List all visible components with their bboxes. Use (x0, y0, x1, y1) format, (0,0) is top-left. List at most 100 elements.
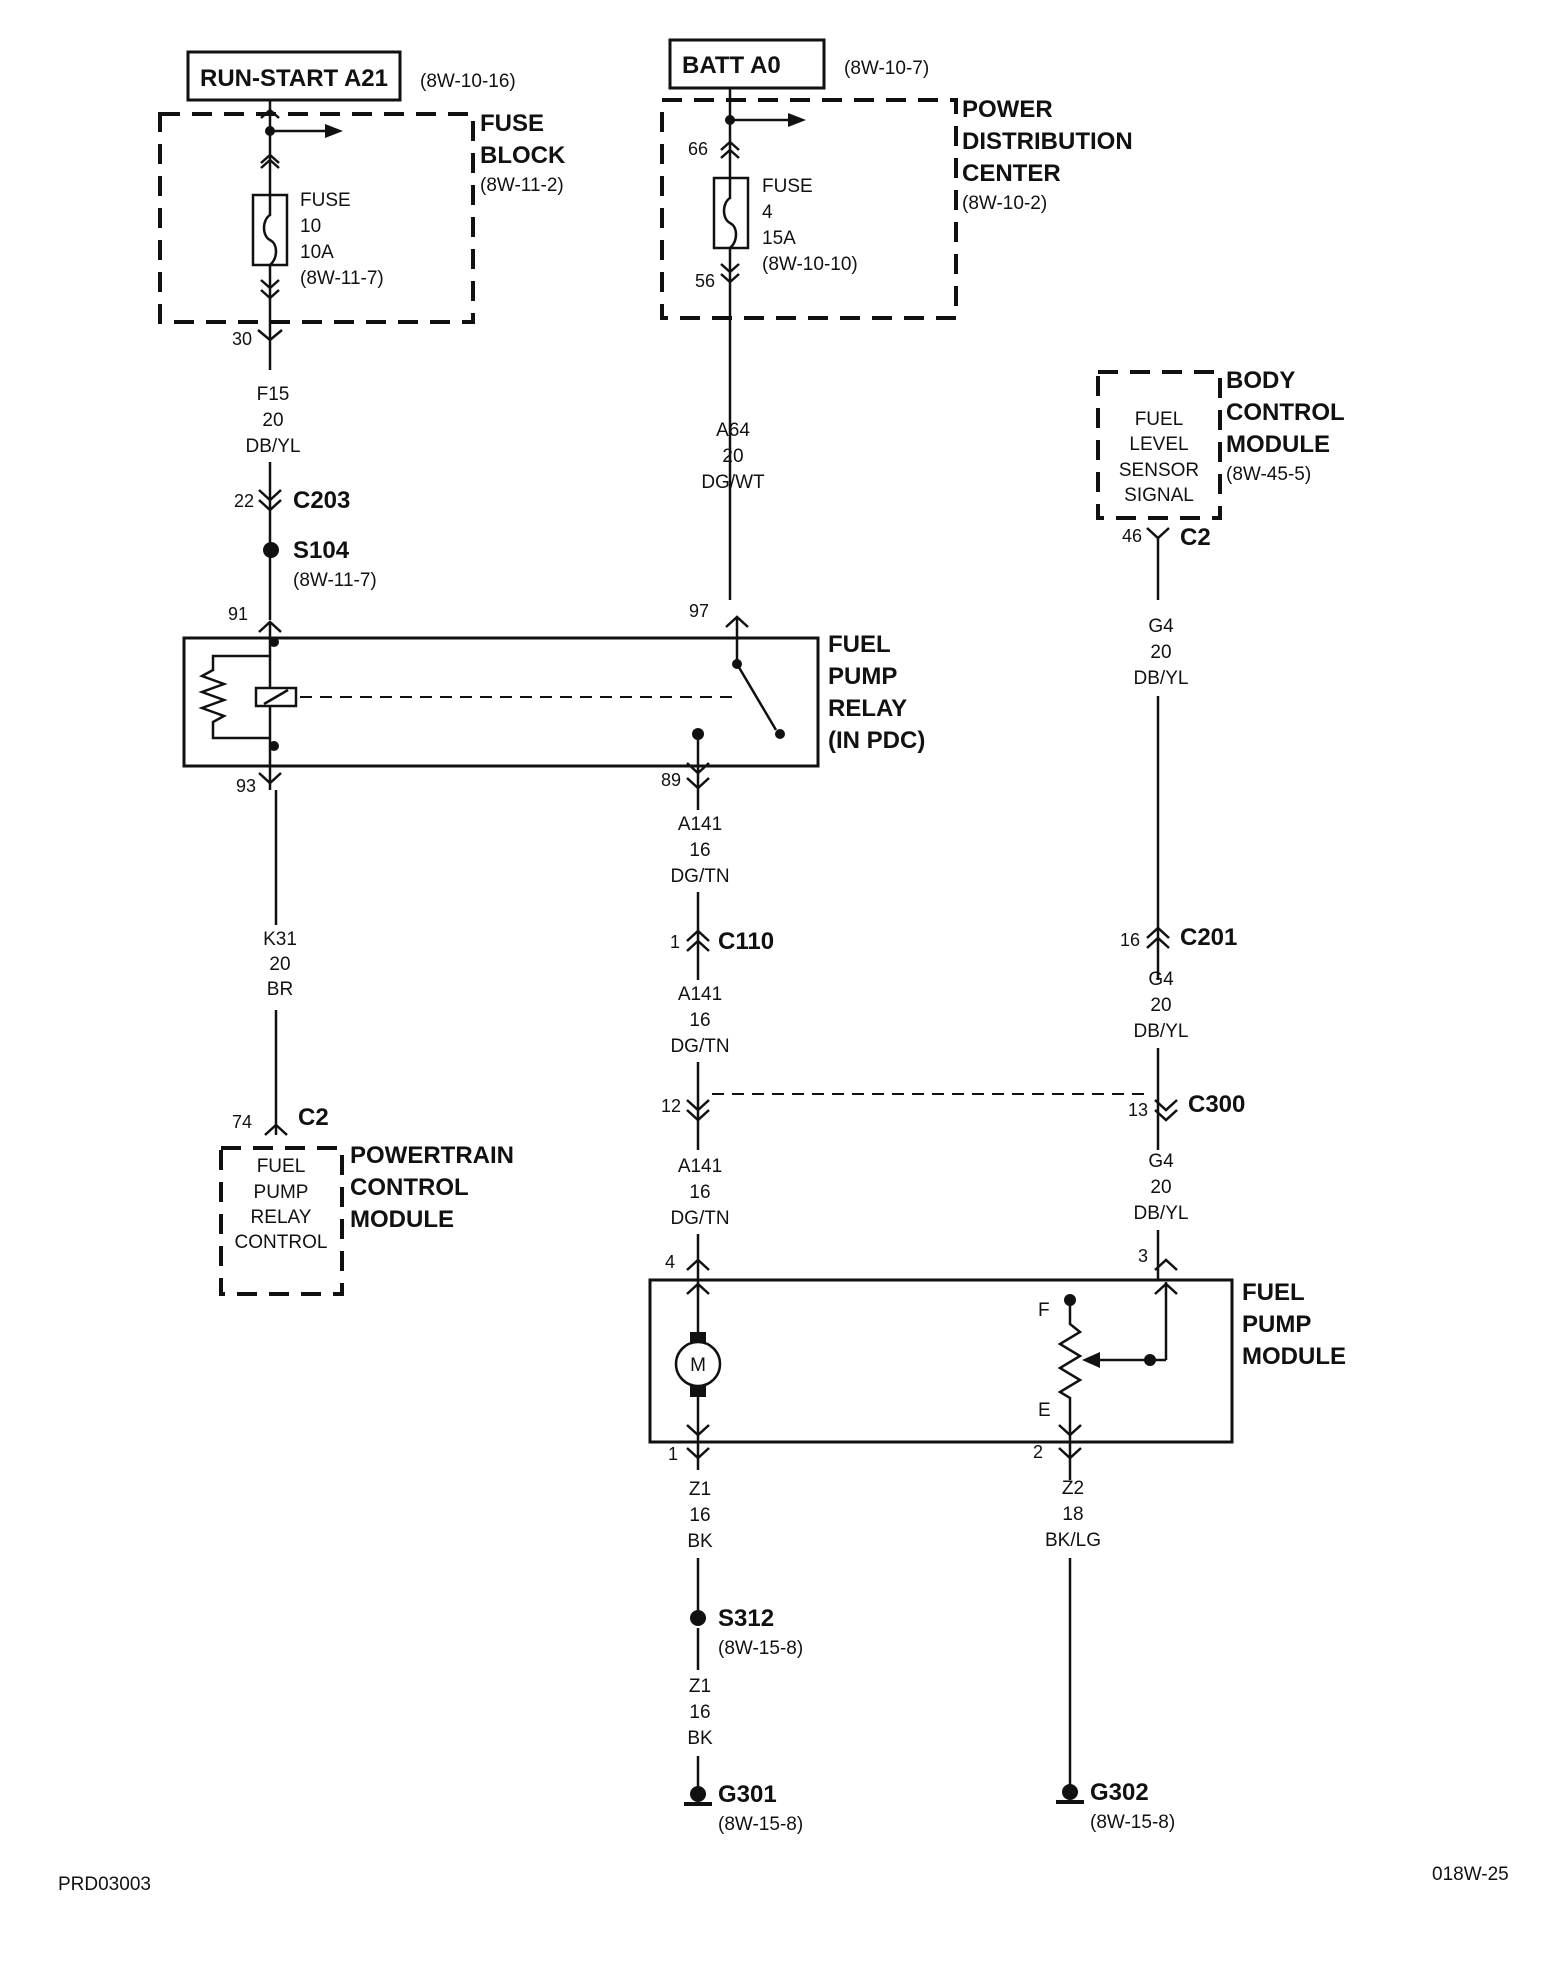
svg-text:(8W-10-10): (8W-10-10) (762, 254, 858, 275)
svg-text:C2: C2 (298, 1104, 329, 1131)
connector-c203: 22 C203 (234, 487, 350, 514)
wire-z1-upper: Z1 16 BK (687, 1479, 713, 1610)
svg-text:(8W-15-8): (8W-15-8) (1090, 1812, 1175, 1833)
wire-g4-middle: G4 20 DB/YL (1134, 969, 1188, 1150)
svg-text:74: 74 (232, 1112, 252, 1132)
svg-text:SIGNAL: SIGNAL (1124, 485, 1194, 506)
svg-text:DG/TN: DG/TN (670, 1036, 729, 1057)
svg-text:(8W-11-2): (8W-11-2) (480, 175, 564, 196)
svg-text:FUEL: FUEL (257, 1156, 306, 1177)
svg-text:FUEL: FUEL (1242, 1279, 1305, 1306)
svg-text:CONTROL: CONTROL (350, 1174, 469, 1201)
svg-text:4: 4 (665, 1252, 675, 1272)
svg-text:DISTRIBUTION: DISTRIBUTION (962, 128, 1133, 155)
svg-text:16: 16 (689, 1010, 710, 1031)
svg-text:G4: G4 (1148, 1151, 1174, 1172)
svg-text:89: 89 (661, 770, 681, 790)
svg-text:C300: C300 (1188, 1091, 1245, 1118)
svg-text:DB/YL: DB/YL (246, 436, 301, 457)
splice-s104: S104 (8W-11-7) (263, 520, 377, 620)
svg-text:BR: BR (267, 979, 293, 1000)
powertrain-control-module: FUEL PUMP RELAY CONTROL POWERTRAIN CONTR… (219, 1142, 514, 1296)
svg-text:DB/YL: DB/YL (1134, 1203, 1189, 1224)
svg-text:A141: A141 (678, 1156, 722, 1177)
svg-text:(IN PDC): (IN PDC) (828, 727, 925, 754)
run-start-source: RUN-START A21 (8W-10-16) (186, 50, 516, 102)
wire-z2: Z2 18 BK/LG (1045, 1468, 1101, 1788)
svg-text:4: 4 (762, 202, 773, 223)
svg-text:CENTER: CENTER (962, 160, 1061, 187)
svg-text:DG/TN: DG/TN (670, 866, 729, 887)
svg-text:Z1: Z1 (689, 1479, 711, 1500)
svg-text:G4: G4 (1148, 969, 1174, 990)
connector-c201: 16 C201 (1120, 924, 1237, 951)
svg-text:DG/TN: DG/TN (670, 1208, 729, 1229)
fuse-block: FUSE BLOCK (8W-11-2) FUSE 10 10A (8W-11-… (158, 100, 566, 349)
svg-text:(8W-45-5): (8W-45-5) (1226, 464, 1311, 485)
svg-text:FUSE: FUSE (762, 176, 813, 197)
svg-text:S104: S104 (293, 537, 350, 564)
svg-text:C203: C203 (293, 487, 350, 514)
svg-text:(8W-11-7): (8W-11-7) (300, 268, 384, 289)
svg-text:16: 16 (689, 1505, 710, 1526)
svg-text:FUEL: FUEL (1135, 409, 1184, 430)
svg-text:K31: K31 (263, 929, 297, 950)
svg-text:16: 16 (1120, 930, 1140, 950)
svg-text:30: 30 (232, 329, 252, 349)
svg-text:POWER: POWER (962, 96, 1053, 123)
svg-text:Z1: Z1 (689, 1676, 711, 1697)
svg-text:M: M (690, 1355, 706, 1376)
footer-left: PRD03003 (58, 1874, 151, 1895)
svg-text:16: 16 (689, 840, 710, 861)
svg-text:46: 46 (1122, 526, 1142, 546)
svg-text:RELAY: RELAY (828, 695, 907, 722)
svg-text:1: 1 (670, 932, 680, 952)
svg-text:BODY: BODY (1226, 367, 1295, 394)
svg-text:CONTROL: CONTROL (1226, 399, 1345, 426)
svg-text:91: 91 (228, 604, 248, 624)
svg-text:A141: A141 (678, 984, 722, 1005)
connector-pcm-c2: 74 C2 (232, 1104, 329, 1136)
batt-source: BATT A0 (8W-10-7) (668, 38, 929, 90)
svg-text:BK: BK (687, 1531, 713, 1552)
svg-text:BK/LG: BK/LG (1045, 1530, 1101, 1551)
wire-a141-upper: A141 16 DG/TN (670, 800, 730, 980)
svg-text:20: 20 (1150, 642, 1171, 663)
svg-text:C2: C2 (1180, 524, 1211, 551)
wire-g4-lower: G4 20 DB/YL (1134, 1151, 1189, 1280)
power-distribution-center: POWER DISTRIBUTION CENTER (8W-10-2) 66 F… (660, 88, 1133, 600)
svg-text:(8W-10-2): (8W-10-2) (962, 193, 1047, 214)
svg-text:1: 1 (668, 1444, 678, 1464)
svg-text:LEVEL: LEVEL (1129, 434, 1188, 455)
svg-text:FUSE: FUSE (480, 110, 544, 137)
svg-text:BLOCK: BLOCK (480, 142, 566, 169)
svg-text:66: 66 (688, 139, 708, 159)
svg-text:A64: A64 (716, 420, 750, 441)
svg-text:RELAY: RELAY (251, 1207, 312, 1228)
ground-g301: G301 (8W-15-8) (684, 1781, 803, 1835)
svg-text:20: 20 (1150, 995, 1171, 1016)
svg-text:C110: C110 (718, 928, 774, 955)
svg-text:20: 20 (269, 954, 290, 975)
ground-g302: G302 (8W-15-8) (1056, 1779, 1175, 1833)
svg-text:22: 22 (234, 491, 254, 511)
splice-s312: S312 (8W-15-8) (690, 1605, 803, 1670)
fuel-pump-module: FUEL PUMP MODULE 4 M F 3 E 1 2 (648, 1246, 1346, 1470)
svg-text:13: 13 (1128, 1100, 1148, 1120)
svg-text:SENSOR: SENSOR (1119, 460, 1199, 481)
body-control-module: FUEL LEVEL SENSOR SIGNAL BODY CONTROL MO… (1096, 367, 1345, 520)
svg-text:18: 18 (1062, 1504, 1083, 1525)
wire-z1-lower: Z1 16 BK (687, 1676, 713, 1790)
svg-text:PUMP: PUMP (828, 663, 897, 690)
svg-text:FUSE: FUSE (300, 190, 351, 211)
connector-c300: 12 13 C300 (661, 1091, 1245, 1122)
svg-text:MODULE: MODULE (350, 1206, 454, 1233)
connector-c110: 1 C110 (670, 928, 774, 955)
footer-right: 018W-25 (1432, 1864, 1509, 1885)
svg-text:FUEL: FUEL (828, 631, 891, 658)
svg-text:BATT A0: BATT A0 (682, 52, 781, 79)
svg-text:16: 16 (689, 1702, 710, 1723)
wire-a64: A64 20 DG/WT (701, 420, 765, 493)
svg-text:(8W-15-8): (8W-15-8) (718, 1814, 803, 1835)
